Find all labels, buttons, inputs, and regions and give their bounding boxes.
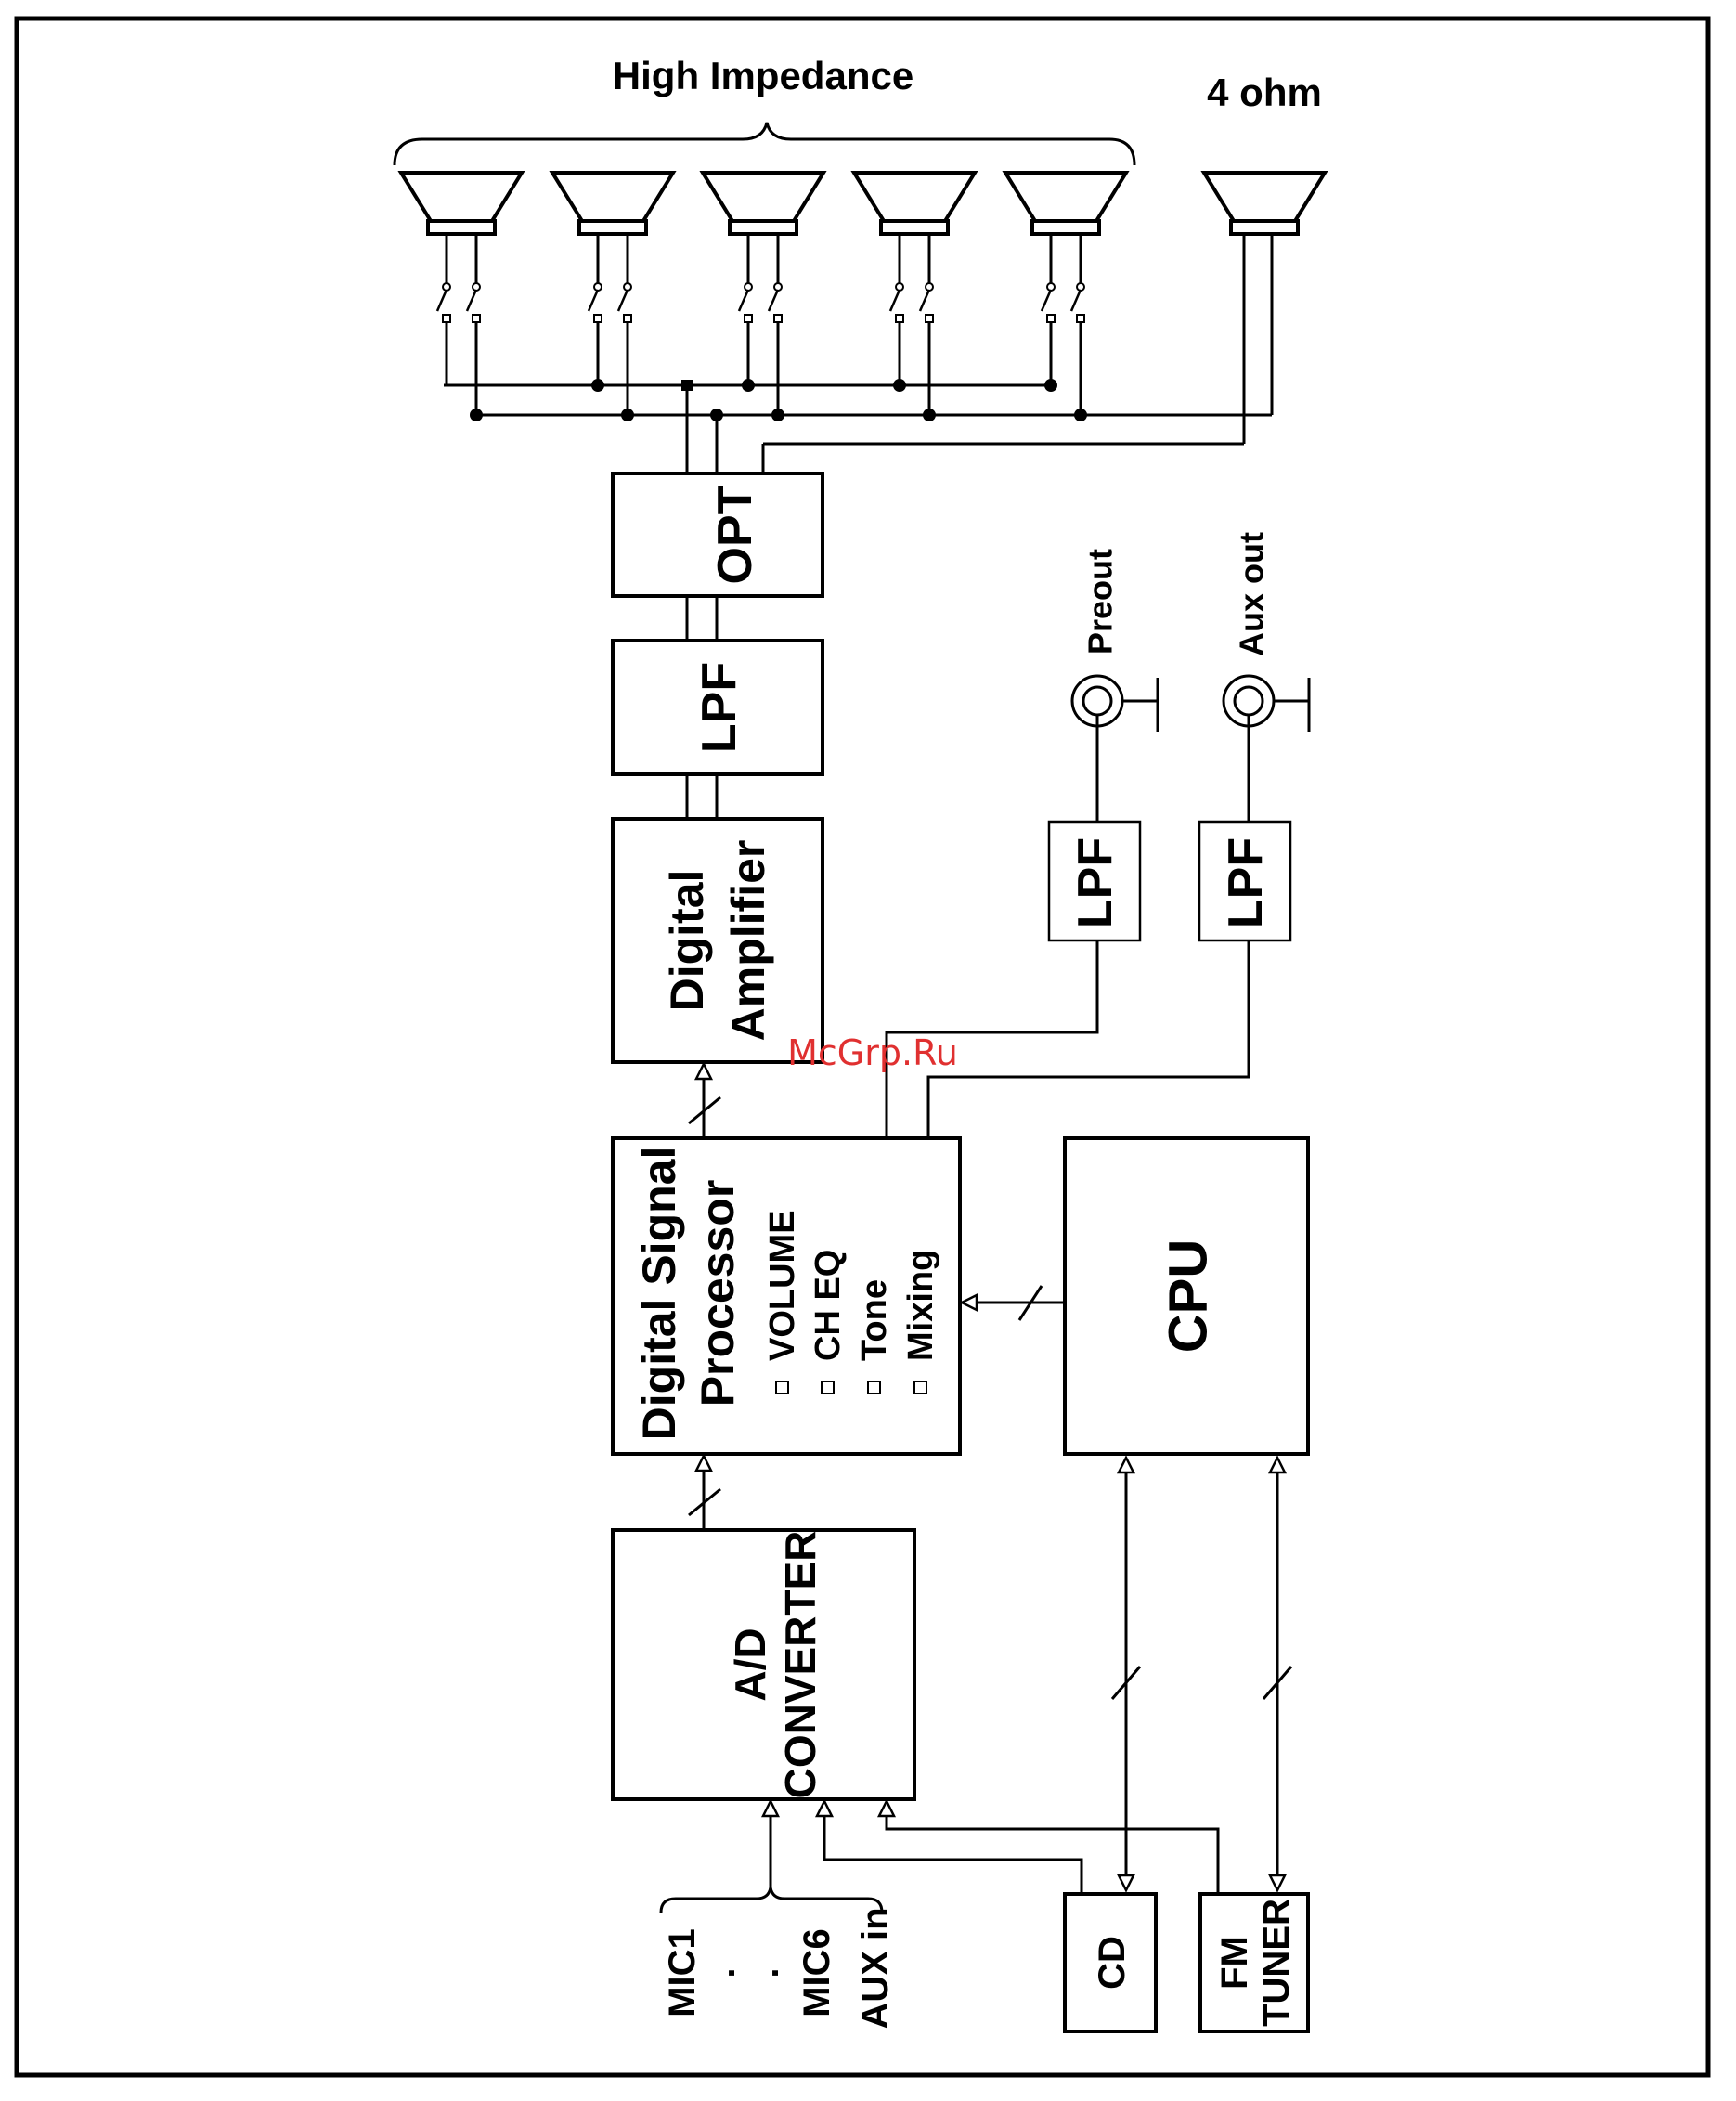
preout-jack-icon [1072,676,1158,732]
high-impedance-label: High Impedance [613,54,913,97]
dsp-feature-label: Tone [855,1279,894,1361]
dsp-feature-label: VOLUME [763,1210,802,1361]
fm-tuner-label-line2: TUNER [1256,1899,1297,2027]
cd-label: CD [1092,1936,1133,1990]
speaker-bus [444,234,1272,473]
aux-out-label: Aux out [1233,532,1271,656]
lpf-main-label: LPF [693,662,746,753]
auxout-signal-line [928,940,1249,1138]
dsp-label-line1: Digital Signal [633,1147,685,1441]
aux-out-jack-icon [1224,676,1309,732]
four-ohm-label: 4 ohm [1207,71,1322,114]
aux-in-label: AUX in [855,1907,896,2029]
mic-dots-2: . [745,1967,786,1978]
digital-amplifier-label-line2: Amplifier [722,840,774,1042]
dsp-feature-label: CH EQ [809,1250,848,1361]
fm-tuner-label-line1: FM [1214,1936,1255,1990]
preout-label: Preout [1082,549,1120,655]
dsp-feature-label: Mixing [901,1250,940,1361]
dsp-label-line2: Processor [692,1180,744,1407]
speaker-4ohm-icon [1204,173,1325,234]
ad-converter-label-line1: A/D [726,1628,774,1701]
lpf-preout-label: LPF [1069,837,1122,928]
watermark: McGrp.Ru [787,1032,958,1073]
cpu-fm-bus [1263,1458,1291,1890]
lpf-auxout-label: LPF [1219,837,1273,928]
digital-amplifier-block [613,819,823,1062]
digital-amplifier-label-line1: Digital [661,870,713,1012]
mic-dots-1: . [702,1967,743,1978]
mic1-label: MIC1 [662,1928,703,2017]
ad-converter-label-line2: CONVERTER [776,1531,824,1799]
mic6-label: MIC6 [797,1928,837,2017]
high-impedance-brace [395,123,1134,165]
opt-label: OPT [708,485,762,584]
cpu-label: CPU [1159,1239,1219,1353]
cpu-cd-bus [1112,1458,1140,1890]
input-brace [661,1887,882,1913]
